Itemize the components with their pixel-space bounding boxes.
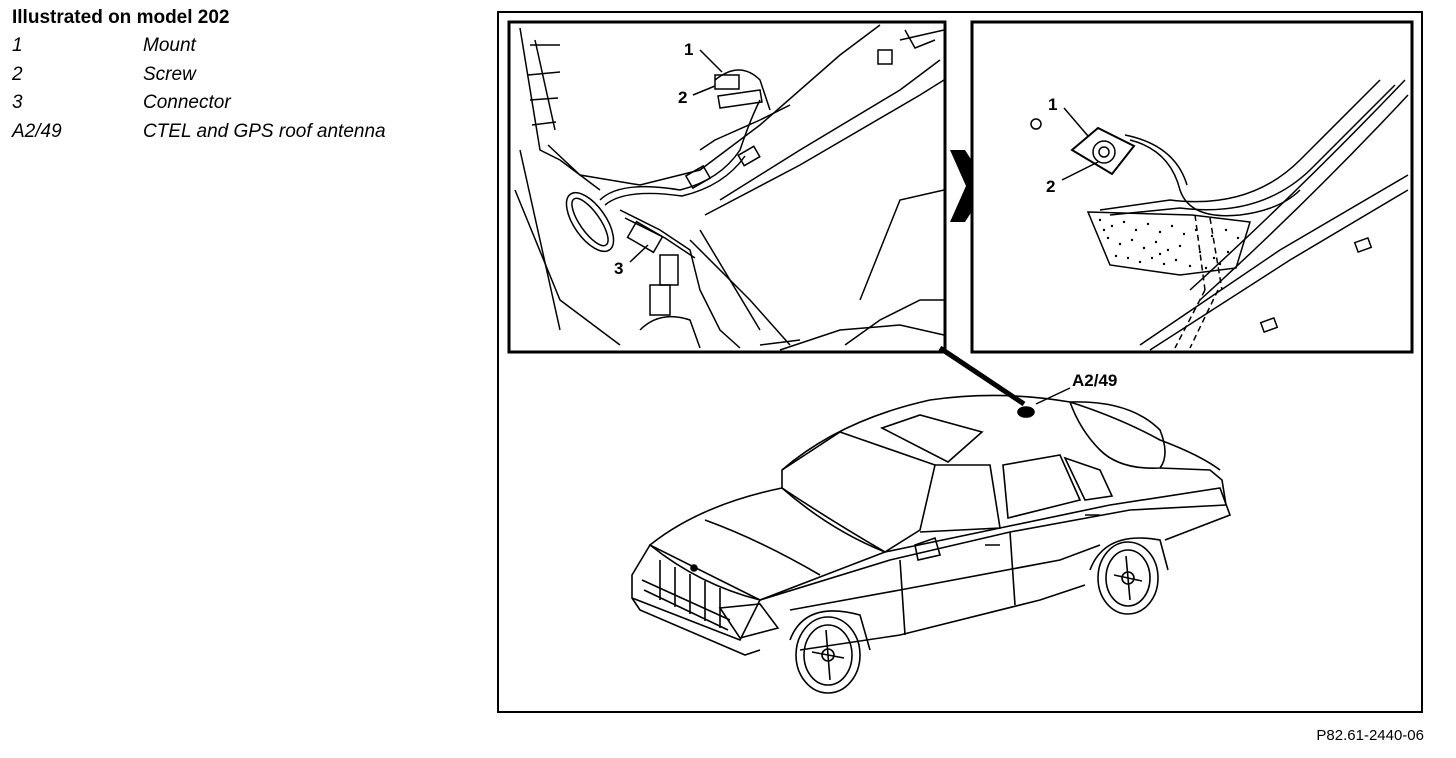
callout-3-left: 3 bbox=[614, 259, 623, 278]
callout-1-right: 1 bbox=[1048, 95, 1057, 114]
legend: Illustrated on model 202 1 Mount 2 Screw… bbox=[12, 6, 482, 146]
callout-2-left: 2 bbox=[678, 88, 687, 107]
panel-pointer-line bbox=[938, 345, 1026, 407]
legend-key: A2/49 bbox=[12, 120, 62, 142]
legend-title: Illustrated on model 202 bbox=[12, 7, 230, 28]
legend-item: 2 Screw bbox=[12, 61, 482, 90]
legend-item: 1 Mount bbox=[12, 32, 482, 61]
detail-panel-right: 1 2 bbox=[970, 20, 1414, 354]
legend-key: 1 bbox=[12, 35, 23, 56]
legend-item: 3 Connector bbox=[12, 89, 482, 118]
legend-key: 2 bbox=[12, 63, 23, 85]
legend-label: CTEL and GPS roof antenna bbox=[143, 120, 386, 142]
adhesive-pad-texture bbox=[1098, 218, 1240, 270]
callout-1-left: 1 bbox=[684, 40, 693, 59]
legend-key: 3 bbox=[12, 92, 23, 113]
diagram-frame bbox=[497, 11, 1423, 713]
legend-label: Mount bbox=[143, 35, 196, 56]
detail-panel-left: 1 2 3 bbox=[507, 20, 947, 354]
callout-a2-49: A2/49 bbox=[1072, 371, 1117, 390]
legend-label: Screw bbox=[143, 63, 196, 85]
figure-reference: P82.61-2440-06 bbox=[1316, 727, 1424, 744]
arrow-icon bbox=[950, 150, 988, 222]
car-illustration bbox=[631, 394, 1232, 694]
legend-item: A2/49 CTEL and GPS roof antenna bbox=[12, 118, 482, 147]
legend-label: Connector bbox=[143, 92, 231, 113]
callout-2-right: 2 bbox=[1046, 177, 1055, 196]
